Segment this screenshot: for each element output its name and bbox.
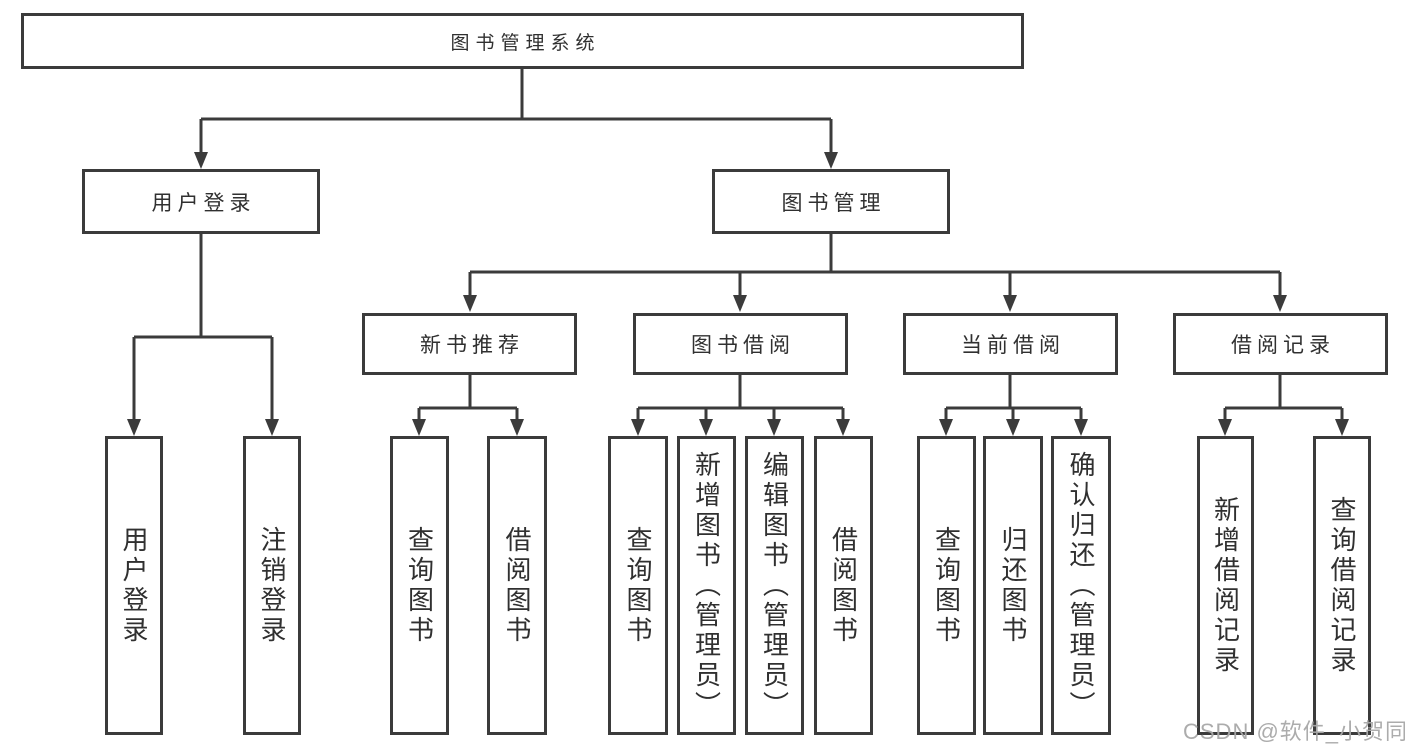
arrowhead (631, 419, 645, 436)
leaf-add-book-admin: 新增图书（管理员） (677, 436, 736, 735)
node-user-login-label: 用户登录 (151, 191, 256, 215)
node-book-borrow: 图书借阅 (633, 313, 848, 375)
leaf-add-borrow-record: 新增借阅记录 (1197, 436, 1254, 735)
arrowhead (1074, 419, 1088, 436)
node-root: 图书管理系统 (21, 13, 1024, 69)
csdn-watermark: CSDN @软件_小贺同学 (1183, 719, 1405, 744)
node-new-book-recommend: 新书推荐 (362, 313, 577, 375)
leaf-logout: 注销登录 (243, 436, 301, 735)
arrowhead (412, 419, 426, 436)
leaf-borrow-books-1: 借阅图书 (487, 436, 547, 735)
leaf-confirm-return-admin: 确认归还（管理员） (1051, 436, 1111, 735)
node-root-label: 图书管理系统 (450, 32, 601, 54)
node-book-borrow-label: 图书借阅 (691, 334, 795, 357)
connector-path (132, 69, 1344, 423)
leaf-add-book-admin-label: 新增图书（管理员） (691, 450, 722, 721)
arrowheads (127, 152, 1349, 436)
leaf-edit-book-admin-label: 编辑图书（管理员） (759, 450, 790, 721)
arrowhead (1218, 419, 1232, 436)
node-book-management-label: 图书管理 (781, 191, 886, 215)
leaf-borrow-books-2: 借阅图书 (814, 436, 873, 735)
node-book-management: 图书管理 (712, 169, 950, 234)
arrowhead (265, 419, 279, 436)
node-new-book-recommend-label: 新书推荐 (420, 334, 524, 357)
leaf-user-login-label: 用户登录 (119, 525, 149, 646)
arrowhead (1335, 419, 1349, 436)
leaf-query-books-1: 查询图书 (390, 436, 449, 735)
arrowhead (767, 419, 781, 436)
leaf-user-login: 用户登录 (105, 436, 163, 735)
leaf-borrow-books-2-label: 借阅图书 (828, 525, 859, 646)
node-user-login: 用户登录 (82, 169, 320, 234)
arrowhead (1273, 295, 1287, 312)
leaf-edit-book-admin: 编辑图书（管理员） (745, 436, 804, 735)
arrowhead (510, 419, 524, 436)
arrowhead (939, 419, 953, 436)
leaf-query-books-3-label: 查询图书 (931, 525, 962, 646)
leaf-query-books-2: 查询图书 (608, 436, 668, 735)
leaf-add-borrow-record-label: 新增借阅记录 (1210, 495, 1241, 676)
arrowhead (824, 152, 838, 169)
leaf-return-book-label: 归还图书 (998, 525, 1028, 646)
arrowhead (127, 419, 141, 436)
node-borrow-records: 借阅记录 (1173, 313, 1388, 375)
arrowhead (836, 419, 850, 436)
arrowhead (194, 152, 208, 169)
node-borrow-records-label: 借阅记录 (1231, 334, 1335, 357)
arrowhead (1006, 419, 1020, 436)
leaf-query-books-3: 查询图书 (917, 436, 976, 735)
arrowhead (1003, 295, 1017, 312)
leaf-confirm-return-admin-label: 确认归还（管理员） (1066, 450, 1096, 721)
leaf-return-book: 归还图书 (983, 436, 1043, 735)
arrowhead (463, 295, 477, 312)
leaf-query-borrow-record: 查询借阅记录 (1313, 436, 1371, 735)
arrowhead (733, 295, 747, 312)
leaf-borrow-books-1-label: 借阅图书 (502, 525, 532, 646)
arrowhead (699, 419, 713, 436)
leaf-query-borrow-record-label: 查询借阅记录 (1327, 495, 1357, 676)
node-current-borrow-label: 当前借阅 (961, 334, 1065, 357)
node-current-borrow: 当前借阅 (903, 313, 1118, 375)
leaf-logout-label: 注销登录 (257, 525, 287, 646)
leaf-query-books-1-label: 查询图书 (404, 525, 435, 646)
leaf-query-books-2-label: 查询图书 (623, 525, 653, 646)
